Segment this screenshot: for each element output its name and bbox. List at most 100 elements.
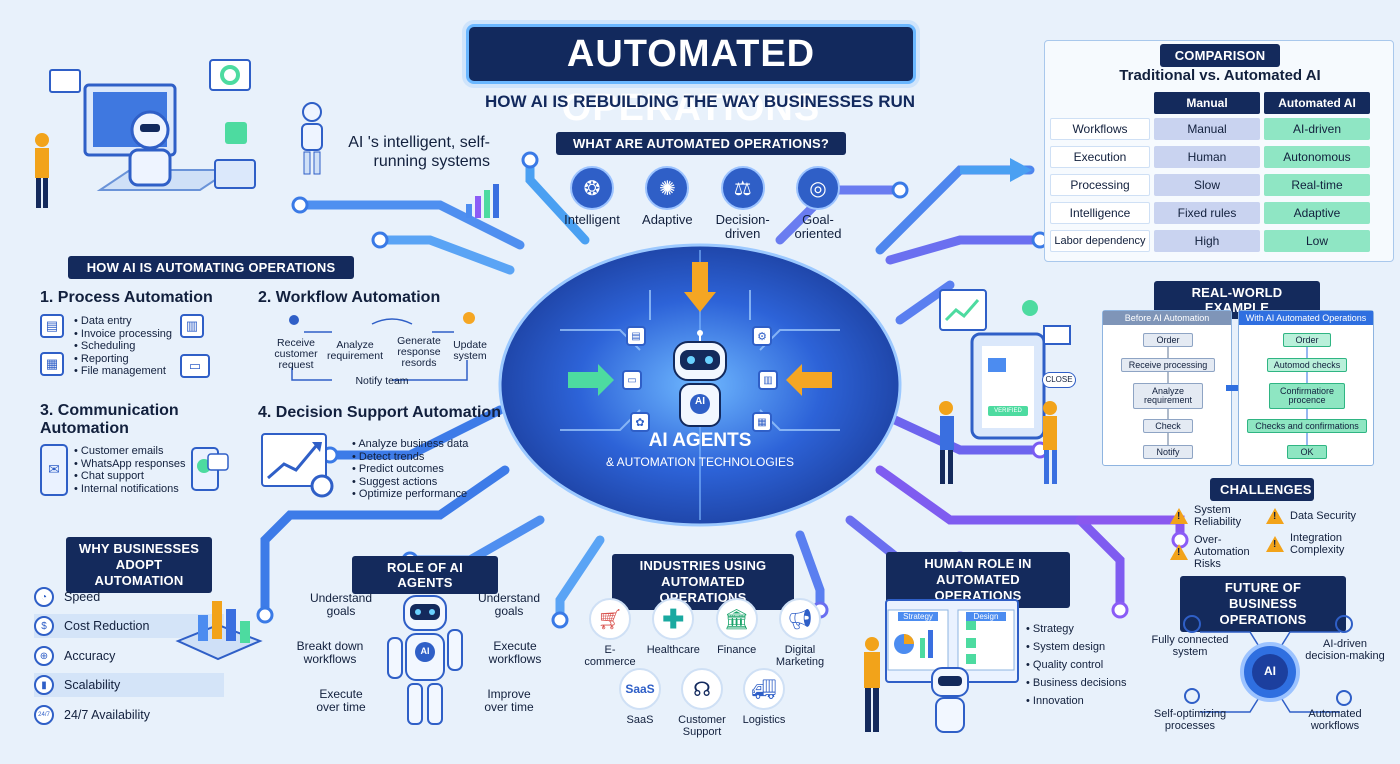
- why-item-cost: $ Cost Reduction: [34, 614, 224, 638]
- comparison-col-auto: Automated AI: [1264, 92, 1370, 114]
- what-item-label: Intelligent: [564, 212, 620, 227]
- industry-label: Finance: [717, 644, 757, 656]
- human-role-item: Innovation: [1026, 692, 1126, 710]
- decision-item: Optimize performance: [352, 488, 468, 501]
- what-item-decision-driven: ⚖ Decision-driven: [711, 166, 775, 246]
- card-icon: ▭: [622, 370, 642, 390]
- comparison-manual-cell: High: [1154, 230, 1260, 252]
- communication-item: Customer emails: [74, 445, 185, 458]
- communication-item: WhatsApp responses: [74, 458, 186, 471]
- before-step: Receive processing: [1121, 358, 1215, 372]
- center-robot-chip-label: AI: [695, 396, 705, 407]
- challenge-item: Integration Complexity: [1266, 532, 1386, 556]
- process-automation-title: 1. Process Automation: [40, 289, 213, 306]
- role-left-label: Execute over time: [316, 687, 366, 714]
- headset-icon: ☊: [681, 668, 723, 710]
- role-left-label: Understand goals: [309, 591, 373, 618]
- industry-customer-support: ☊ Customer Support: [674, 668, 730, 738]
- workflow-step: Update system: [453, 339, 487, 362]
- medical-cross-icon: ✚: [652, 598, 695, 640]
- industry-label: Healthcare: [646, 644, 700, 656]
- after-step: OK: [1287, 445, 1327, 459]
- challenges-heading: CHALLENGES: [1210, 478, 1314, 501]
- illustration-close-badge: CLOSE: [1042, 372, 1076, 388]
- workflow-diagram: Receive customer request Analyze require…: [262, 310, 502, 390]
- document-list-icon: ▤: [40, 314, 64, 338]
- comparison-heading: COMPARISON: [1160, 44, 1280, 67]
- human-role-list: Strategy System design Quality control B…: [1026, 620, 1127, 710]
- calendar-icon: ▦: [40, 352, 64, 376]
- industry-label: E-commerce: [584, 644, 636, 668]
- bar-chart-icon: [462, 180, 502, 220]
- communication-item: Internal notifications: [74, 483, 185, 496]
- decision-list: Analyze business data Detect trends Pred…: [352, 438, 468, 501]
- what-item-goal-oriented: ◎ Goal-oriented: [786, 166, 850, 246]
- before-step: Order: [1143, 333, 1193, 347]
- why-item-label: Speed: [64, 590, 101, 604]
- after-automation-panel: With AI Automated Operations Order Autom…: [1238, 310, 1374, 466]
- folder-icon: ▭: [180, 354, 210, 378]
- role-robot-chip-label: AI: [420, 646, 430, 656]
- hand-coin-icon: $: [34, 616, 54, 636]
- before-step: Analyze requirement: [1133, 383, 1203, 409]
- bars-icon: ▮: [34, 675, 54, 695]
- workflow-automation-title: 2. Workflow Automation: [258, 289, 441, 306]
- invoice-icon: ▥: [180, 314, 204, 338]
- human-role-item: System design: [1026, 638, 1126, 656]
- communication-automation-title: 3. Communication Automation: [40, 402, 179, 437]
- what-item-label: Decision-driven: [715, 212, 770, 241]
- comparison-subheading: Traditional vs. Automated AI: [1119, 67, 1321, 84]
- challenge-label: Integration Complexity: [1290, 532, 1345, 556]
- why-item-scalability: ▮ Scalability: [34, 673, 224, 697]
- illustration-verified-badge: VERIFIED: [994, 408, 1022, 414]
- board-label-design: Design: [966, 612, 1006, 621]
- workflow-step: Analyze requirement: [326, 339, 384, 362]
- challenge-label: System Reliability: [1194, 504, 1242, 528]
- comparison-auto-cell: Low: [1264, 230, 1370, 252]
- comparison-manual-cell: Manual: [1154, 118, 1260, 140]
- comparison-row-label: Intelligence: [1050, 202, 1150, 224]
- warning-icon: [1170, 508, 1188, 524]
- target-icon: ◎: [795, 166, 840, 210]
- process-item: Invoice processing: [74, 328, 172, 341]
- workflow-step: Receive customer request: [274, 337, 318, 371]
- why-item-accuracy: ⊕ Accuracy: [34, 644, 224, 668]
- process-item: Reporting: [74, 353, 172, 366]
- decision-support-title: 4. Decision Support Automation: [258, 404, 501, 421]
- decision-item: Detect trends: [352, 451, 468, 464]
- after-automation-title: With AI Automated Operations: [1239, 311, 1373, 325]
- challenge-item: System Reliability: [1170, 504, 1260, 528]
- workflow-step: Generate response resords: [397, 335, 441, 369]
- why-heading: WHY BUSINESSES ADOPT AUTOMATION: [66, 537, 212, 593]
- screen-icon: ▤: [626, 326, 646, 346]
- why-item-label: Cost Reduction: [64, 619, 150, 633]
- what-item-label: Adaptive: [642, 212, 693, 227]
- document-icon: ▦: [752, 412, 772, 432]
- why-item-availability: 24/7 24/7 Availability: [34, 703, 224, 727]
- future-heading: FUTURE OF BUSINESS OPERATIONS: [1180, 576, 1346, 632]
- isometric-bars-illustration: [170, 585, 266, 665]
- challenge-item: Over-Automation Risks: [1170, 534, 1260, 570]
- future-item: Automated workflows: [1308, 708, 1362, 732]
- example-illustration: CLOSE VERIFIED: [930, 288, 1100, 488]
- process-item: File management: [74, 365, 172, 378]
- bank-icon: 🏛︎: [715, 598, 758, 640]
- after-step: Confirmatiore procence: [1269, 383, 1345, 409]
- comparison-table: Manual Automated AI Workflows Manual AI-…: [1050, 90, 1390, 260]
- decision-item: Analyze business data: [352, 438, 468, 451]
- comparison-row-label: Labor dependency: [1050, 230, 1150, 252]
- comparison-manual-cell: Fixed rules: [1154, 202, 1260, 224]
- decision-item: Suggest actions: [352, 476, 468, 489]
- comparison-manual-cell: Slow: [1154, 174, 1260, 196]
- scales-icon: ⚖: [720, 166, 765, 210]
- speed-icon: ◔: [34, 587, 54, 607]
- gear-icon: ⚙: [752, 326, 772, 346]
- industry-finance: 🏛︎ Finance: [707, 598, 767, 668]
- industry-label: Digital Marketing: [775, 644, 825, 668]
- challenge-label: Over-Automation Risks: [1194, 534, 1250, 570]
- board-label-strategy: Strategy: [898, 612, 938, 621]
- before-automation-title: Before AI Automation: [1103, 311, 1231, 325]
- industries-row-1: 🛒︎ E-commerce ✚ Healthcare 🏛︎ Finance 📢︎…: [580, 598, 830, 668]
- industry-label: Customer Support: [678, 714, 726, 738]
- communication-list: Customer emails WhatsApp responses Chat …: [74, 445, 186, 496]
